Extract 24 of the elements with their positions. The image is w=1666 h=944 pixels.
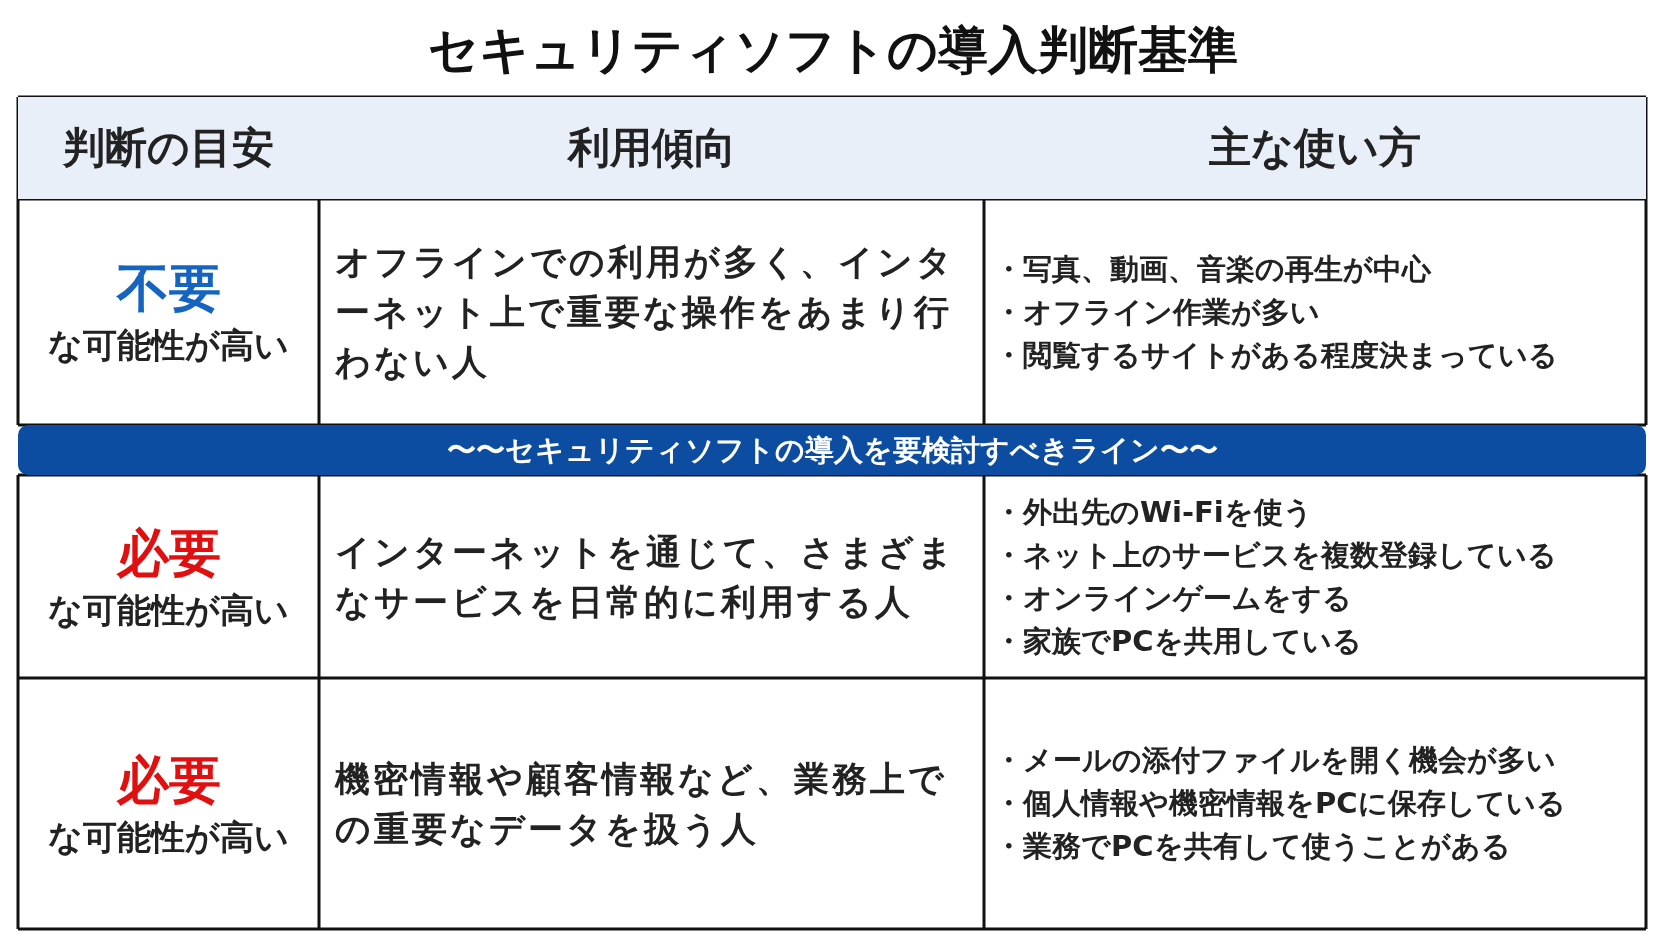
list-item: ・外出先のWi-Fiを使う <box>994 493 1314 531</box>
verdict-text: 必要 <box>116 748 221 812</box>
list-item: ・個人情報や機密情報をPCに保存している <box>994 785 1567 822</box>
list-item: ・写真、動画、音楽の再生が中心 <box>994 250 1432 288</box>
list-item: ・家族でPCを共用している <box>994 622 1363 660</box>
list-item: ・閲覧するサイトがある程度決まっている <box>994 336 1559 374</box>
list-item: ・業務でPCを共有して使うことがある <box>994 828 1512 865</box>
verdict-text: 不要 <box>116 257 221 320</box>
header-cell: 判断の目安 <box>18 97 319 199</box>
banner: 〜〜セキュリティソフトの導入を要検討すべきライン〜〜 <box>18 425 1646 475</box>
cell-text: インターネットを通じて、さまざまなサービスを日常的に利用する人 <box>335 530 957 624</box>
list-item: ・メールの添付ファイルを開く機会が多い <box>994 742 1557 779</box>
cell-text: 機密情報や顧客情報など、業務上での重要なデータを扱う人 <box>335 757 948 851</box>
list-item: ・オフライン作業が多い <box>994 293 1321 331</box>
list-item: ・ネット上のサービスを複数登録している <box>994 536 1558 574</box>
cell-text: な可能性が高い <box>48 324 289 367</box>
cell-text: な可能性が高い <box>48 588 289 632</box>
list-item: ・オンラインゲームをする <box>994 579 1353 617</box>
cell-text: な可能性が高い <box>48 815 289 859</box>
cell-text: オフラインでの利用が多く、インターネット上で重要な操作をあまり行わない人 <box>335 241 956 384</box>
verdict-text: 必要 <box>116 521 221 585</box>
title: セキュリティソフトの導入判断基準 <box>427 20 1239 81</box>
header-cell: 利用傾向 <box>319 97 984 199</box>
header-cell: 主な使い方 <box>984 97 1646 199</box>
